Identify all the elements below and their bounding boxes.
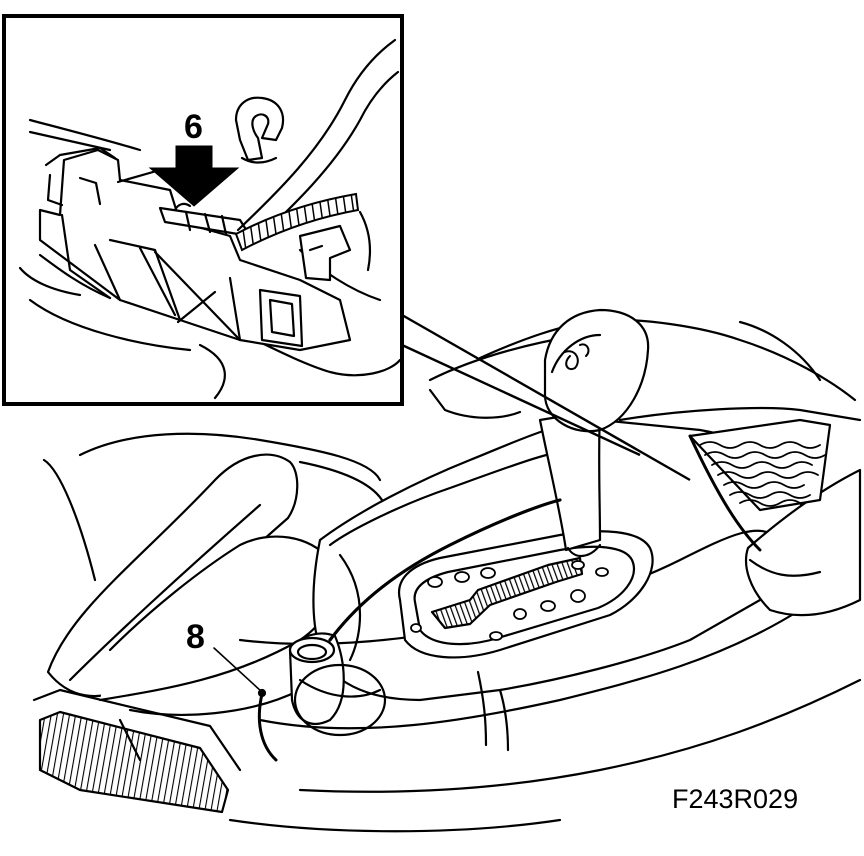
cable: [257, 692, 278, 762]
floor-mat: [38, 710, 230, 814]
hook: [234, 96, 285, 162]
console-scene: [32, 308, 862, 833]
right-panel: [744, 468, 862, 617]
shift-gate-slot: [430, 556, 584, 630]
callout-8: 8: [186, 618, 205, 656]
detail-inset: [2, 14, 691, 482]
callout-6: 6: [184, 108, 203, 146]
figure-code: F243R029: [672, 784, 798, 814]
down-arrow-icon: [148, 145, 240, 207]
gear-lever-shaft: [538, 408, 602, 552]
gear-knob: [543, 308, 650, 433]
toothed-rack: [234, 192, 360, 252]
